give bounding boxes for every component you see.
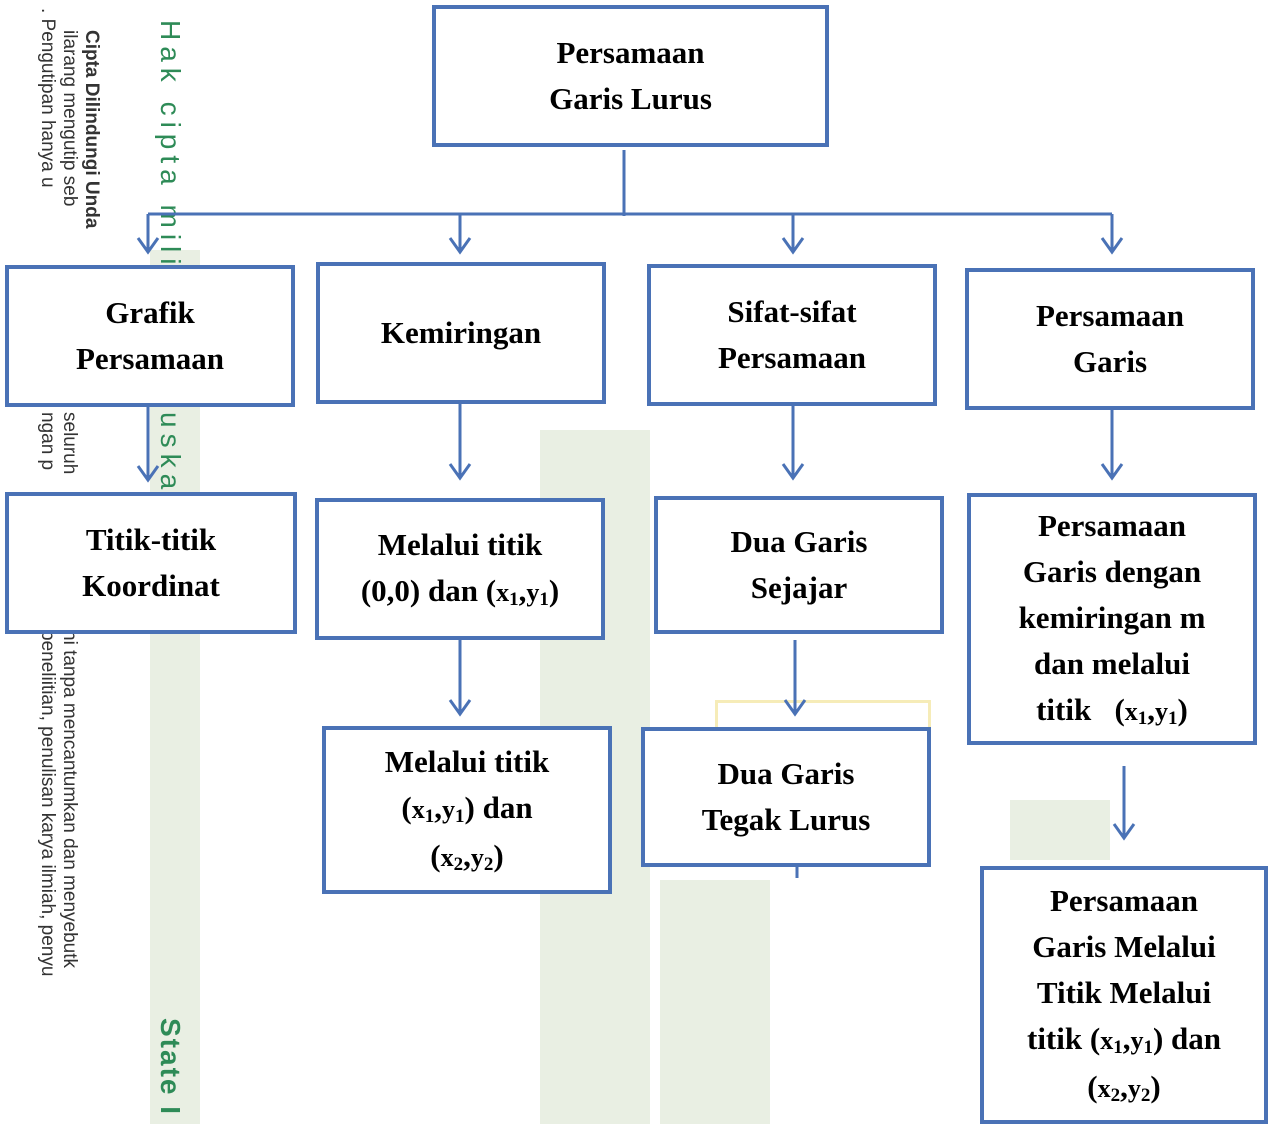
node-text: Melalui titik — [384, 744, 550, 779]
branch-head-persamaan-garis: Persamaan Garis — [965, 268, 1255, 410]
node-text: Persamaan — [556, 35, 705, 70]
watermark-shape — [660, 880, 770, 1124]
node-text: (x2,y2) — [1087, 1069, 1161, 1106]
node-text: kemiringan m — [1018, 600, 1206, 635]
node-text: Grafik — [105, 295, 195, 330]
watermark-shape — [1010, 800, 1110, 860]
node-text: dan melalui — [1034, 646, 1190, 681]
node-persamaan-garis-kemiringan: Persamaan Garis dengan kemiringan m dan … — [967, 493, 1257, 745]
arrow-head — [448, 237, 472, 255]
arrow-head — [783, 699, 807, 717]
arrow-head — [1112, 823, 1136, 841]
node-text: (0,0) dan (x1,y1) — [361, 568, 559, 616]
arrow-head — [136, 237, 160, 255]
node-text: Kemiringan — [380, 315, 542, 350]
node-text: Tegak Lurus — [701, 802, 871, 837]
node-text: Persamaan — [1035, 298, 1185, 333]
node-dua-garis-sejajar: Dua Garis Sejajar — [654, 496, 944, 634]
node-dua-garis-tegak-lurus: Dua Garis Tegak Lurus — [641, 727, 931, 867]
node-text: Persamaan — [75, 341, 225, 376]
node-text: Titik Melalui — [1036, 975, 1212, 1010]
arrow-head — [136, 465, 160, 483]
node-text: Persamaan — [1049, 883, 1199, 918]
node-text: Sejajar — [750, 570, 848, 605]
root-node: Persamaan Garis Lurus — [432, 5, 829, 147]
arrow-head — [781, 463, 805, 481]
node-persamaan-garis-dua-titik: Persamaan Garis Melalui Titik Melalui ti… — [980, 866, 1268, 1124]
branch-head-kemiringan: Kemiringan — [316, 262, 606, 404]
arrow-head — [1100, 237, 1124, 255]
arrow-head — [781, 237, 805, 255]
node-text: Dua Garis — [730, 524, 868, 559]
node-text: Persamaan — [1037, 508, 1187, 543]
node-text: Koordinat — [82, 568, 220, 603]
branch-head-grafik-persamaan: Grafik Persamaan — [5, 265, 295, 407]
node-text: (x1,y1) dan — [401, 790, 533, 827]
coord-text: (0,0) dan (x1,y1) — [360, 573, 560, 610]
node-melalui-titik-origin: Melalui titik (0,0) dan (x1,y1) — [315, 498, 605, 640]
node-text: titik (x1,y1) — [1036, 692, 1188, 729]
node-text: Garis dengan — [1022, 554, 1202, 589]
node-text: Garis Melalui — [1032, 929, 1216, 964]
node-text: Sifat-sifat — [727, 294, 857, 329]
node-text: Persamaan — [717, 340, 867, 375]
node-text: Titik-titik — [85, 522, 217, 557]
node-text: Dua Garis — [717, 756, 855, 791]
node-text: (x2,y2) — [430, 838, 504, 875]
node-text: titik (x1,y1) dan — [1027, 1021, 1221, 1058]
node-text: Melalui titik — [377, 527, 543, 562]
node-titik-titik-koordinat: Titik-titik Koordinat — [5, 492, 297, 634]
node-melalui-titik-two-points: Melalui titik (x1,y1) dan (x2,y2) — [322, 726, 612, 894]
arrow-head — [1100, 463, 1124, 481]
branch-head-sifat-sifat-persamaan: Sifat-sifat Persamaan — [647, 264, 937, 406]
node-text: Garis — [1072, 344, 1148, 379]
arrow-head — [448, 699, 472, 717]
node-text: Garis Lurus — [549, 81, 712, 116]
arrow-head — [448, 463, 472, 481]
